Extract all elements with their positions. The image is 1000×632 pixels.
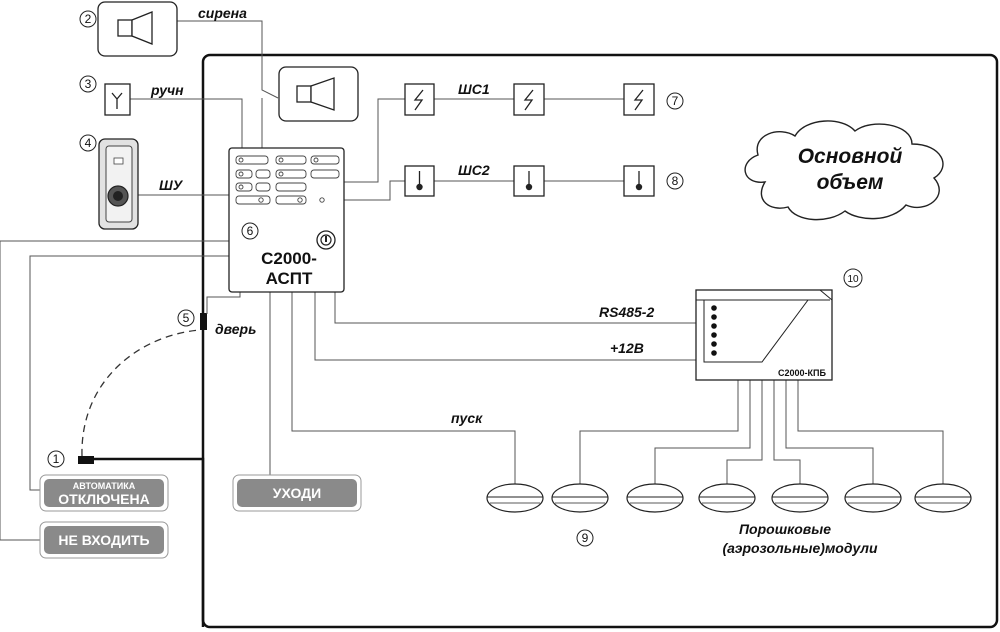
powder-module: [698, 483, 756, 513]
board-auto-off-bottom: ОТКЛЮЧЕНА: [58, 491, 149, 507]
label-door: дверь: [215, 321, 256, 337]
callout-3: 3: [85, 77, 92, 91]
board-auto-off-top: АВТОМАТИКА: [73, 481, 136, 491]
callout-8: 8: [672, 174, 679, 188]
powder-module: [771, 483, 829, 513]
label-power: +12В: [610, 340, 644, 356]
board-leave-text: УХОДИ: [273, 485, 321, 501]
door-sensor: [200, 313, 207, 330]
label-launch: пуск: [451, 410, 483, 426]
controller-name-2: АСПТ: [266, 269, 313, 288]
callout-1: 1: [53, 452, 60, 466]
powder-module: [844, 483, 902, 513]
wiring: [0, 20, 944, 541]
manual-call-point: [104, 83, 131, 116]
powder-module: [486, 483, 544, 513]
callout-7: 7: [672, 94, 679, 108]
board-auto-off: АВТОМАТИКА ОТКЛЮЧЕНА: [39, 474, 169, 512]
door-dashed-link: [81, 329, 201, 457]
outdoor-siren: [97, 1, 178, 57]
callout-9: 9: [582, 531, 589, 545]
label-siren: сирена: [198, 5, 247, 21]
label-loop1: ШС1: [458, 81, 490, 97]
powder-modules: [486, 483, 972, 513]
door-sensor-part-a: [78, 456, 94, 464]
board-do-not-enter: НЕ ВХОДИТЬ: [39, 521, 169, 559]
powder-module: [551, 483, 609, 513]
loop1-heat-detectors: [404, 83, 655, 116]
callout-6: 6: [247, 224, 254, 238]
control-device: [98, 138, 139, 230]
indoor-siren: [278, 66, 359, 122]
callout-numbers: 2 3 4 5 6 7 8 9 10 1: [47, 10, 863, 547]
board-leave: УХОДИ: [232, 474, 362, 512]
protected-room-outline: [201, 53, 999, 629]
controller-s2000-aspt: [228, 147, 345, 293]
powder-module: [914, 483, 972, 513]
relay-block-s2000-kpb: [695, 289, 833, 381]
callout-4: 4: [85, 136, 92, 150]
callout-10: 10: [847, 274, 859, 285]
board-do-not-enter-text: НЕ ВХОДИТЬ: [58, 532, 149, 548]
callout-5: 5: [183, 311, 190, 325]
label-object-1: Основной: [798, 145, 903, 168]
main-volume-cloud: [744, 120, 944, 221]
board-1-cable: [82, 457, 205, 627]
loop2-smoke-detectors: [404, 165, 655, 197]
kpb-name: С2000-КПБ: [778, 368, 826, 378]
label-loop2: ШС2: [458, 162, 490, 178]
label-rs485: RS485-2: [599, 304, 654, 320]
label-control: ШУ: [159, 177, 184, 193]
label-modules-1: Порошковые: [739, 521, 831, 537]
powder-module: [626, 483, 684, 513]
label-object-2: объем: [817, 171, 884, 194]
label-manual: ручн: [150, 82, 184, 98]
controller-name-1: С2000-: [261, 249, 317, 268]
callout-2: 2: [85, 12, 92, 26]
label-modules-2: (аэрозольные)модули: [722, 540, 878, 556]
